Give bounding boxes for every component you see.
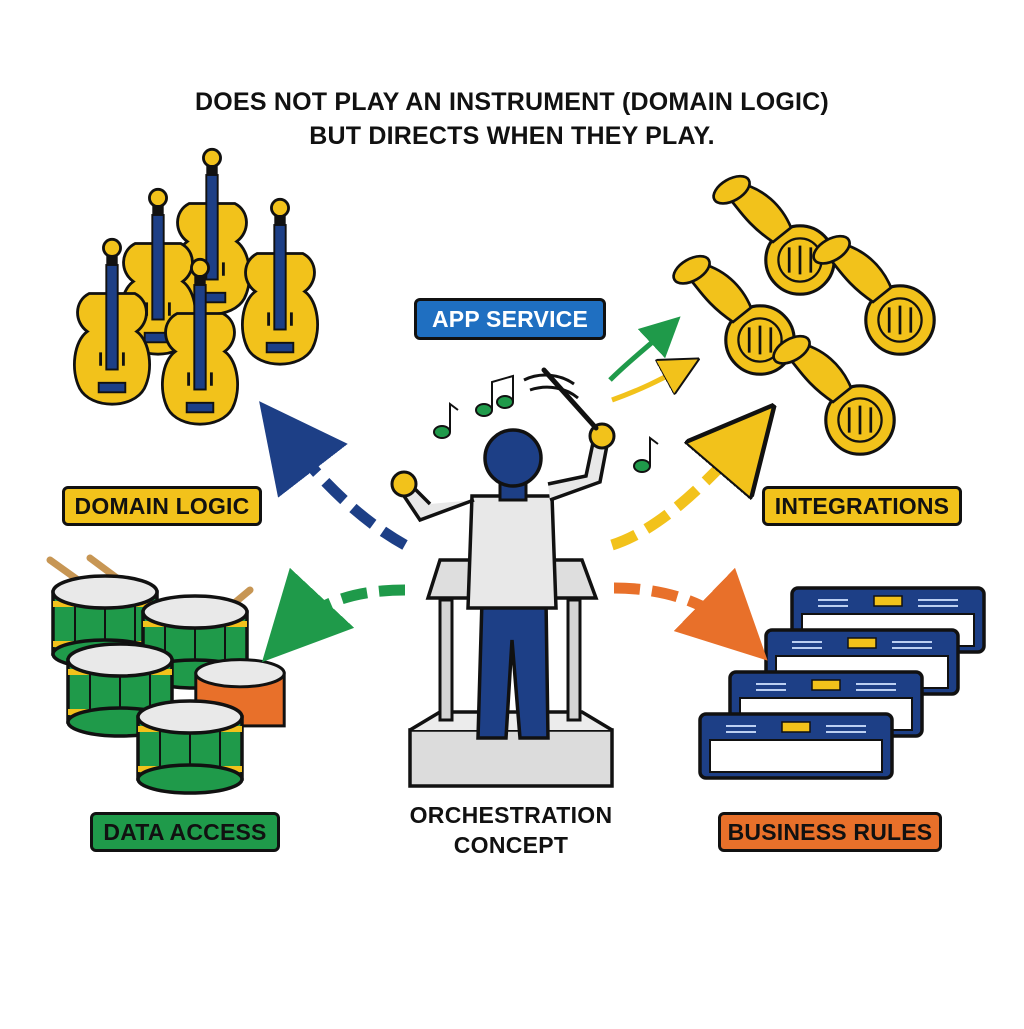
conductor-figure [390, 367, 616, 740]
baton-motion-arrow-2 [611, 368, 682, 403]
keyboard-group-icon [698, 586, 986, 780]
app-service-tag: APP SERVICE [414, 298, 606, 340]
data-access-tag: DATA ACCESS [90, 812, 280, 852]
headline-line-1: DOES NOT PLAY AN INSTRUMENT (DOMAIN LOGI… [195, 88, 829, 116]
arrow-to-business-rules [613, 567, 768, 661]
caption-line-2: CONCEPT [453, 832, 569, 858]
baton-motion-arrow-1 [608, 316, 681, 382]
arrow-to-integrations [610, 438, 746, 551]
music-notes-icon [433, 374, 659, 473]
violin-group-icon [74, 149, 317, 424]
arrow-to-domain-logic [259, 401, 408, 550]
caption-line-1: ORCHESTRATION [409, 802, 613, 828]
french-horn-group-icon [667, 168, 936, 456]
domain-logic-tag: DOMAIN LOGIC [62, 486, 262, 526]
arrow-to-data-access [261, 567, 406, 663]
integrations-tag: INTEGRATIONS [762, 486, 962, 526]
business-rules-tag: BUSINESS RULES [718, 812, 942, 852]
headline-line-2: BUT DIRECTS WHEN THEY PLAY. [309, 122, 715, 150]
drum-group-icon [46, 554, 286, 793]
